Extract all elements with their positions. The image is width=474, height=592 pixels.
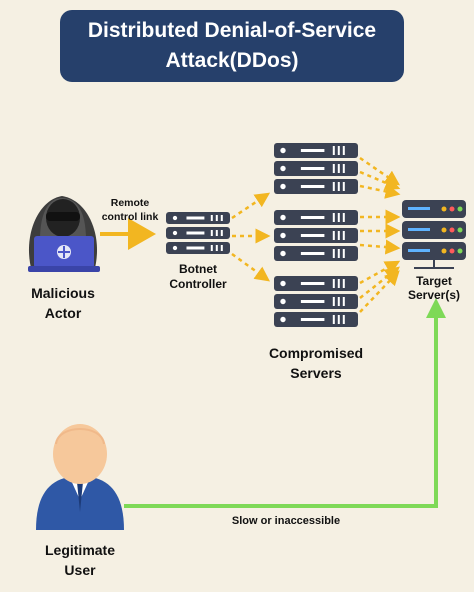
legitimate-user-icon [36,424,124,530]
legitimate-traffic-arrow [124,298,446,508]
botnet-to-compromised-arrows [231,192,271,282]
compromised-line-2: Servers [290,365,342,381]
server-unit [274,143,358,158]
compromised-line-1: Compromised [268,345,364,361]
server-unit [274,228,358,243]
target-line-2: Server(s) [407,288,461,302]
server-unit [274,276,358,291]
title-line-2: Attack(DDos) [165,49,299,72]
malicious-actor-line-1: Malicious [31,285,95,301]
server-unit [274,179,358,194]
server-unit [274,312,358,327]
legitimate-user-line-2: User [64,562,96,578]
slow-inaccessible-label: Slow or inaccessible [231,515,341,527]
server-unit [274,210,358,225]
remote-control-label: Remote control link [92,196,168,224]
botnet-controller-label: Botnet Controller [150,262,246,292]
botnet-line-1: Botnet [179,262,217,276]
compromised-to-target-arrows [359,156,401,313]
target-server-icon [402,200,466,269]
target-line-1: Target [416,274,452,288]
server-unit [166,212,230,224]
botnet-controller-icon [166,212,230,254]
legitimate-user-label: Legitimate User [16,540,144,580]
compromised-server-stack-middle [274,210,358,261]
server-unit [274,294,358,309]
server-unit [274,161,358,176]
malicious-actor-label: Malicious Actor [8,283,118,323]
server-unit [274,246,358,261]
botnet-line-2: Controller [169,277,227,291]
title-line-1: Distributed Denial-of-Service [87,19,377,42]
remote-control-line-2: control link [101,211,159,223]
hacker-icon [28,196,100,272]
target-server-label: Target Server(s) [396,274,472,302]
compromised-server-stack-top [274,143,358,194]
remote-control-line-1: Remote [110,197,150,209]
legitimate-user-line-1: Legitimate [44,542,115,558]
compromised-server-stack-bottom [274,276,358,327]
diagram-title: Distributed Denial-of-Service Attack(DDo… [60,10,404,82]
compromised-servers-label: Compromised Servers [236,343,396,383]
server-unit [166,227,230,239]
malicious-actor-line-2: Actor [44,305,82,321]
server-unit [166,242,230,254]
